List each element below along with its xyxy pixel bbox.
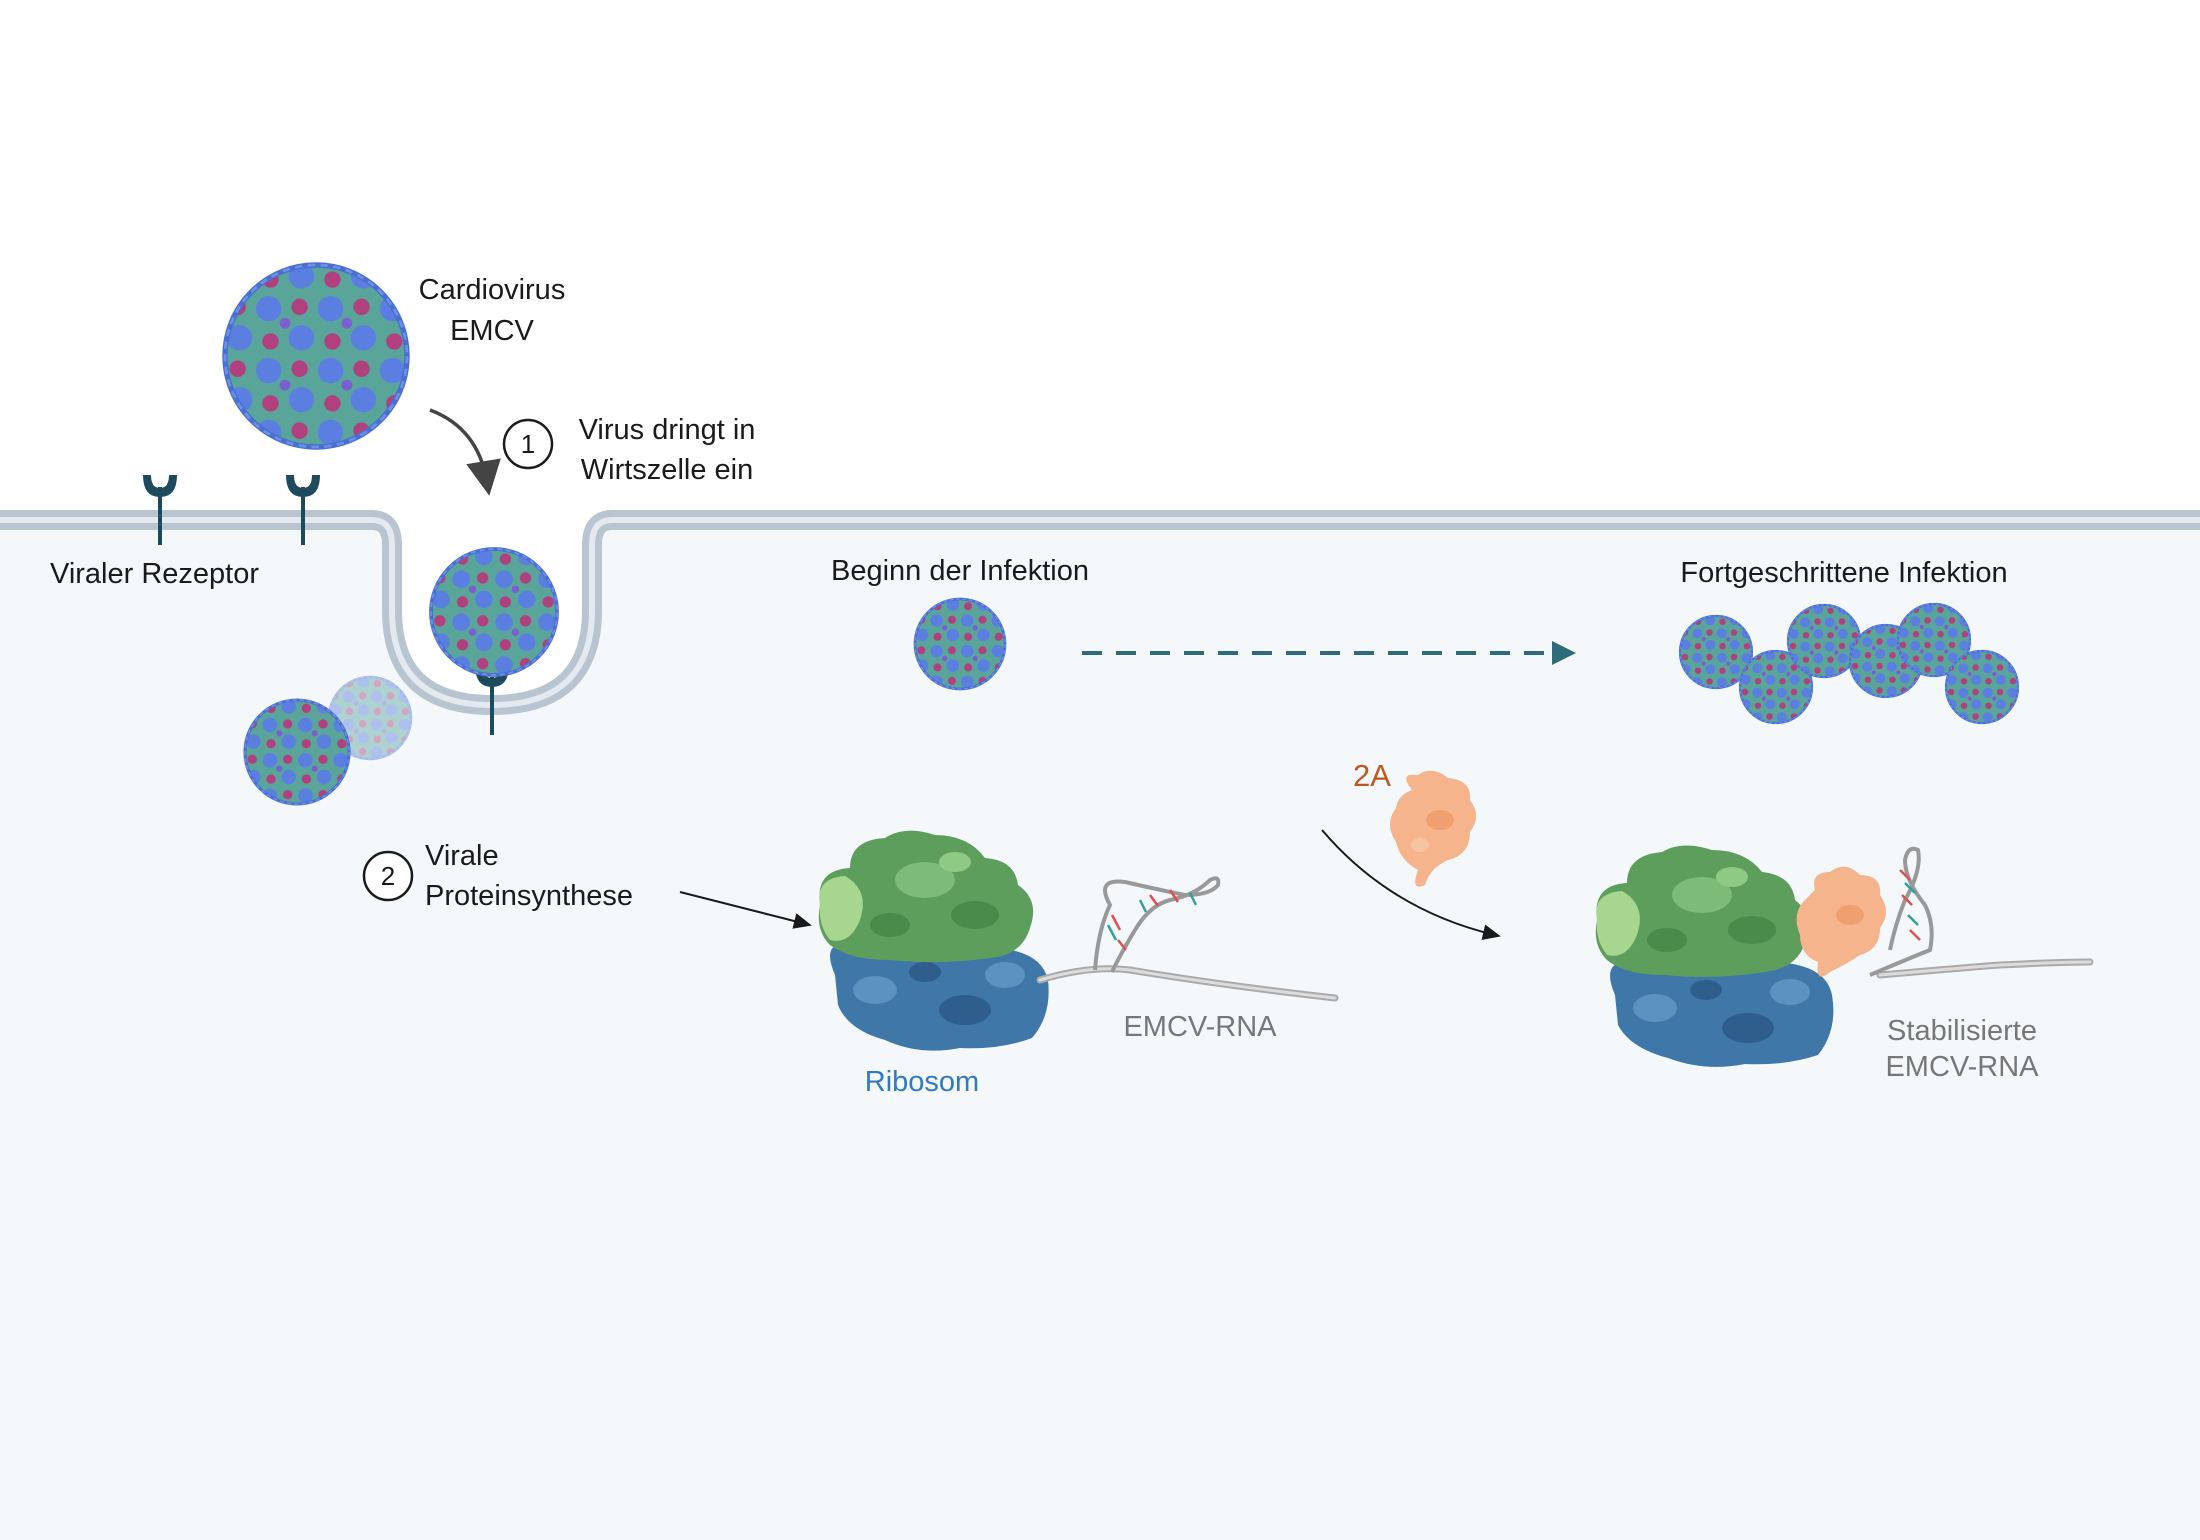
rna-strand-icon <box>1036 876 1339 1002</box>
ribosome-stabilized-icon <box>1595 845 1834 1067</box>
step2-number: 2 <box>381 861 395 891</box>
virus-icon-endocytosed <box>429 547 559 677</box>
step2-circle <box>362 850 414 902</box>
ribosome-large-subunit-2 <box>1595 845 1809 977</box>
virus-icon-released <box>243 698 351 806</box>
step1-number: 1 <box>521 429 535 459</box>
ribosome-large-subunit <box>818 830 1034 963</box>
stabilized-rna-label-line2: EMCV-RNA <box>1885 1051 2039 1083</box>
infection-start-label: Beginn der Infektion <box>831 555 1089 587</box>
virus-icon-cluster-6 <box>1944 649 2020 725</box>
ribosome-icon <box>818 830 1049 1051</box>
protein-2a-icon <box>1390 770 1476 887</box>
virus-name-line1: Cardiovirus <box>419 274 566 306</box>
step2-label-line1: Virale <box>425 840 499 872</box>
receptor-label: Viraler Rezeptor <box>50 558 259 590</box>
progression-arrowhead <box>1552 641 1576 665</box>
ribosome-small-subunit <box>830 944 1049 1051</box>
rna-label: EMCV-RNA <box>1123 1011 1277 1043</box>
infection-advanced-label: Fortgeschrittene Infektion <box>1680 557 2007 589</box>
step2-label-line2: Proteinsynthese <box>425 880 633 912</box>
cytoplasm <box>0 526 2200 1540</box>
step1-label-line1: Virus dringt in <box>579 414 756 446</box>
step1-label-line2: Wirtszelle ein <box>581 454 753 486</box>
entry-arrow <box>429 408 501 496</box>
virus-icon-cluster-3 <box>1786 603 1862 679</box>
virus-name-line2: EMCV <box>450 315 534 347</box>
synthesis-arrow <box>679 891 812 929</box>
protein-2a-label: 2A <box>1353 758 1391 793</box>
ribosome-small-subunit-2 <box>1610 961 1834 1067</box>
stabilized-rna-label-line1: Stabilisierte <box>1887 1015 2037 1047</box>
rna-strand-stabilized-icon <box>1869 846 2094 979</box>
virus-icon-large <box>225 265 407 447</box>
stabilization-arrow <box>1321 829 1501 940</box>
ribosome-label: Ribosom <box>865 1066 979 1098</box>
step1-circle <box>502 418 554 470</box>
virus-icon-early-infection <box>913 597 1007 691</box>
protein-2a-bound-icon <box>1796 866 1886 977</box>
